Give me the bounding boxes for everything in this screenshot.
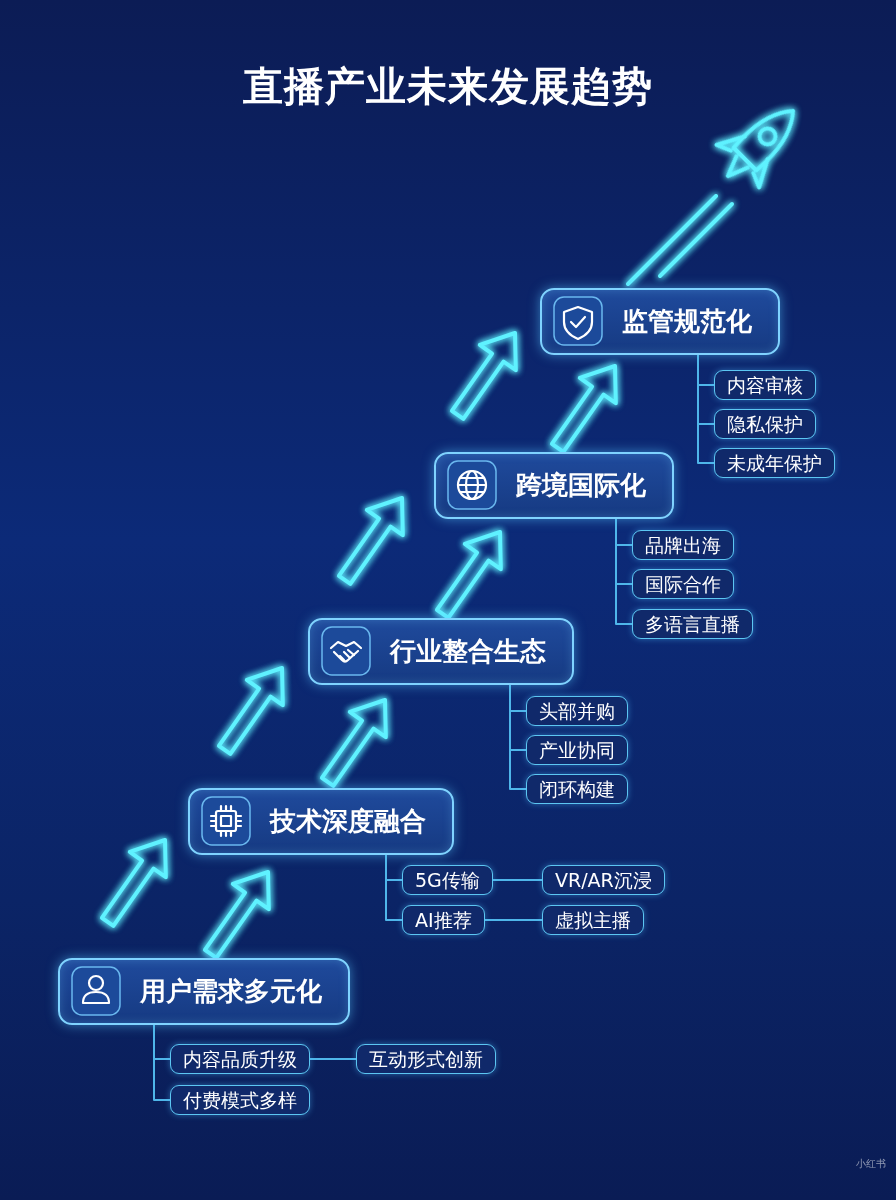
node-text: 技术深度融合 (270, 806, 426, 836)
sub-item: 头部并购 (526, 696, 628, 726)
sub-item: 内容品质升级 (170, 1044, 310, 1074)
connector-line (493, 879, 542, 881)
connector-line (616, 519, 632, 584)
sub-item: 5G传输 (402, 865, 493, 895)
sub-item: 闭环构建 (526, 774, 628, 804)
connector-line (698, 355, 714, 385)
connector-line (616, 519, 632, 624)
node-text: 付费模式多样 (183, 1089, 297, 1111)
connector-line (510, 685, 526, 750)
node-text: AI推荐 (415, 909, 472, 931)
connector-line (485, 919, 542, 921)
watermark: 小红书 (856, 1158, 886, 1170)
diagram-title: 直播产业未来发展趋势 (0, 62, 896, 110)
trend-box: 技术深度融合 (188, 788, 454, 855)
connector-line (310, 1058, 356, 1060)
node-text: 虚拟主播 (555, 909, 631, 931)
sub-item: 国际合作 (632, 569, 734, 599)
node-text: 监管规范化 (622, 306, 752, 336)
node-text: 跨境国际化 (516, 470, 646, 500)
node-text: 产业协同 (539, 739, 615, 761)
connector-line (616, 519, 632, 545)
node-text: 国际合作 (645, 573, 721, 595)
sub-item: 付费模式多样 (170, 1085, 310, 1115)
sub-item: 多语言直播 (632, 609, 753, 639)
node-text: 多语言直播 (645, 613, 740, 635)
node-text: 内容审核 (727, 374, 803, 396)
connector-line (510, 685, 526, 711)
sub-item: 隐私保护 (714, 409, 816, 439)
node-text: 头部并购 (539, 700, 615, 722)
node-text: 用户需求多元化 (140, 976, 322, 1006)
rocket (628, 90, 814, 284)
connector-line (386, 855, 402, 880)
connector-line (154, 1025, 170, 1059)
icons (83, 307, 592, 1003)
connector-line (510, 685, 526, 789)
node-text: 闭环构建 (539, 778, 615, 800)
node-text: 行业整合生态 (390, 636, 546, 666)
node-text: 未成年保护 (727, 452, 822, 474)
sub-item: 虚拟主播 (542, 905, 644, 935)
trend-box: 行业整合生态 (308, 618, 574, 685)
node-text: VR/AR沉浸 (555, 869, 652, 891)
sub-item: VR/AR沉浸 (542, 865, 665, 895)
sub-item: 产业协同 (526, 735, 628, 765)
node-text: 内容品质升级 (183, 1048, 297, 1070)
connector-line (698, 355, 714, 463)
connector-line (154, 1025, 170, 1100)
node-text: 品牌出海 (645, 534, 721, 556)
sub-item: 品牌出海 (632, 530, 734, 560)
connector-line (698, 355, 714, 424)
sub-item: AI推荐 (402, 905, 485, 935)
sub-item: 内容审核 (714, 370, 816, 400)
trend-box: 用户需求多元化 (58, 958, 350, 1025)
sub-item: 未成年保护 (714, 448, 835, 478)
trend-box: 监管规范化 (540, 288, 780, 355)
icon-tiles (72, 297, 602, 1015)
node-text: 互动形式创新 (369, 1048, 483, 1070)
trend-box: 跨境国际化 (434, 452, 674, 519)
node-text: 隐私保护 (727, 413, 803, 435)
connector-line (386, 855, 402, 920)
node-text: 5G传输 (415, 869, 480, 891)
sub-item: 互动形式创新 (356, 1044, 496, 1074)
